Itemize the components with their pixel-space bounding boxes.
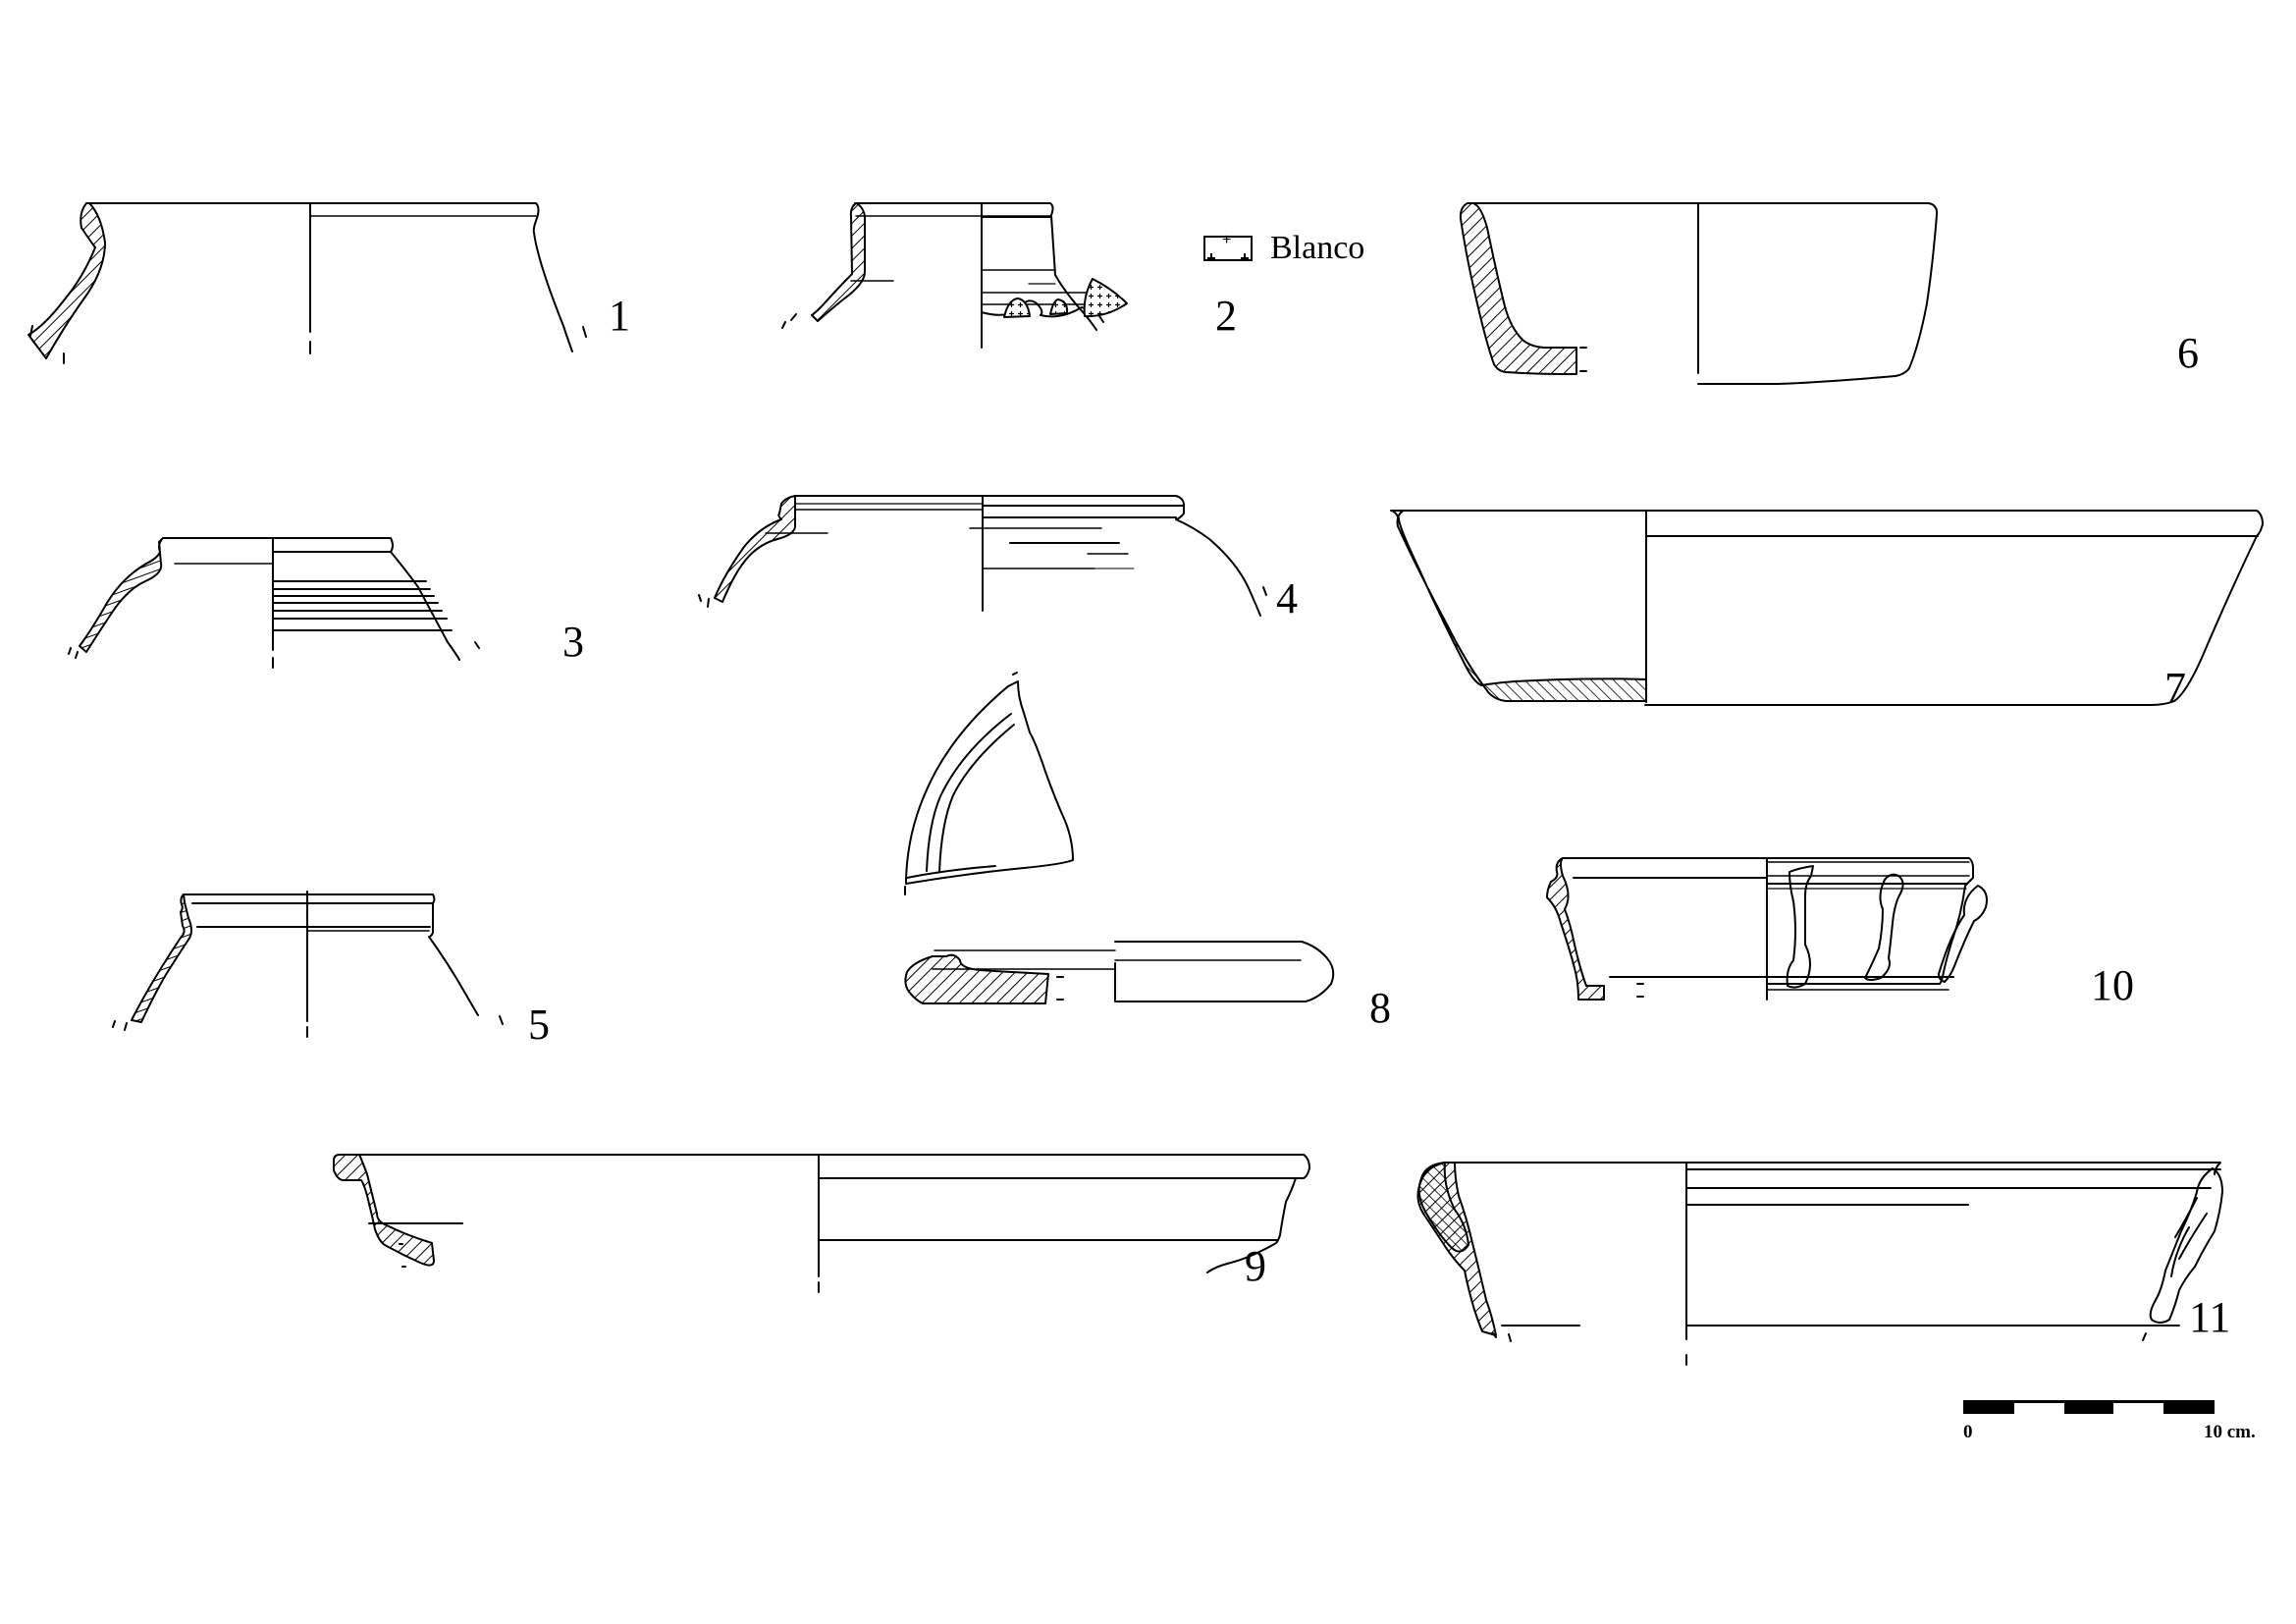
figure-8-section-drawing [904, 941, 1335, 1004]
figure-4-drawing [698, 495, 1267, 617]
figure-5-drawing [112, 891, 504, 1038]
figure-6-label: 6 [2177, 329, 2199, 377]
figure-6-drawing [1459, 202, 1939, 385]
figure-8-label: 8 [1369, 984, 1391, 1032]
scale-start-label: 0 [1963, 1422, 1973, 1442]
figure-7-label: 7 [2164, 664, 2186, 712]
figure-1-label: 1 [609, 292, 630, 340]
figure-11-drawing [1416, 1162, 2223, 1366]
figure-9-label: 9 [1245, 1242, 1266, 1290]
figure-9-drawing [333, 1154, 1310, 1293]
figure-8-plan-drawing [904, 672, 1074, 895]
figure-10-label: 10 [2091, 961, 2134, 1009]
scale-end-label: 10 cm. [2204, 1422, 2256, 1442]
figure-10-drawing [1546, 857, 1988, 1001]
figure-2-drawing [781, 202, 1128, 349]
scale-bar [1963, 1400, 2215, 1415]
figure-4-label: 4 [1276, 574, 1298, 623]
figure-1-drawing [27, 202, 587, 364]
legend-label: Blanco [1270, 230, 1365, 266]
figure-11-label: 11 [2189, 1293, 2231, 1341]
figure-2-label: 2 [1215, 292, 1237, 340]
figure-3-label: 3 [562, 618, 584, 666]
legend: + Blanco [1203, 230, 1364, 267]
figure-5-label: 5 [528, 1001, 550, 1049]
figure-3-drawing [68, 537, 480, 669]
white-paint-swatch-icon: + [1203, 232, 1253, 261]
figure-7-drawing [1390, 510, 2264, 706]
